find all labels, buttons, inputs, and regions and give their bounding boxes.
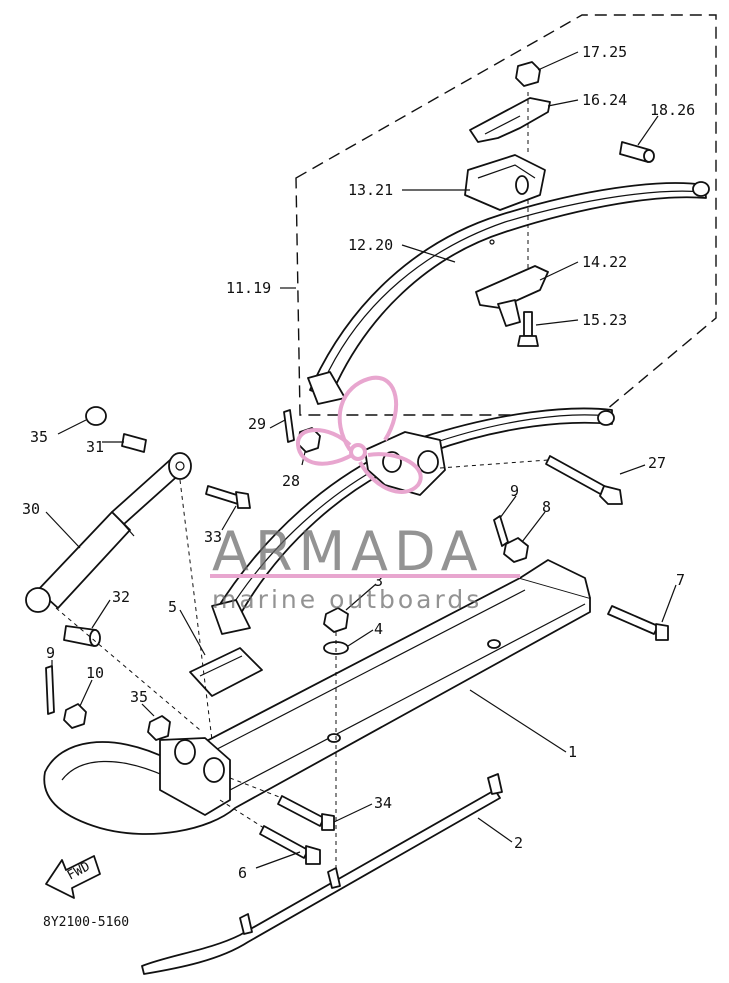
callout-29: 29 <box>248 415 266 433</box>
callout-11-19: 11.19 <box>226 279 271 297</box>
callout-7: 7 <box>676 571 685 589</box>
callout-5: 5 <box>168 598 177 616</box>
part-code: 8Y2100-5160 <box>43 915 129 930</box>
callout-14-22: 14.22 <box>582 253 627 271</box>
callout-12-20: 12.20 <box>348 236 393 254</box>
bolt-33 <box>205 485 251 509</box>
callout-3: 3 <box>374 572 383 590</box>
shock-absorber <box>25 452 192 613</box>
callout-17-25: 17.25 <box>582 43 627 61</box>
ski-body <box>43 559 591 835</box>
bolt-7 <box>607 605 669 641</box>
nut-10 <box>63 703 87 729</box>
nut-17 <box>515 61 541 87</box>
callout-18-26: 18.26 <box>650 101 695 119</box>
callout-27: 27 <box>648 454 666 472</box>
bolt-34 <box>277 795 335 831</box>
callout-15-23: 15.23 <box>582 311 627 329</box>
spring-pin-right <box>493 515 509 547</box>
callout-10: 10 <box>86 664 104 682</box>
callout-6: 6 <box>238 864 247 882</box>
callout-28: 28 <box>282 472 300 490</box>
callout-30: 30 <box>22 500 40 518</box>
nut-35-lower <box>147 715 171 741</box>
callout-13-21: 13.21 <box>348 181 393 199</box>
bush-35-top <box>85 406 107 426</box>
watermark-brand: ARMADA <box>212 520 484 583</box>
callout-9-left: 9 <box>46 644 55 662</box>
ski-plate-5 <box>189 647 263 697</box>
callout-35-top: 35 <box>30 428 48 446</box>
clamp-plate <box>469 97 551 143</box>
clamp-lower <box>475 265 549 327</box>
bolt-15 <box>517 311 539 347</box>
callout-4: 4 <box>374 620 383 638</box>
callout-8: 8 <box>542 498 551 516</box>
collar-31 <box>121 433 147 453</box>
watermark-tagline: marine outboards <box>212 585 482 614</box>
runner-bar <box>141 773 503 975</box>
spring-seat <box>464 154 546 211</box>
callout-2: 2 <box>514 834 523 852</box>
fwd-arrow: FWD <box>45 855 101 899</box>
cotter-pin <box>283 409 295 443</box>
spring-pin-left <box>45 665 55 715</box>
nut-8 <box>503 537 529 563</box>
nut-3 <box>323 607 349 633</box>
propeller-logo <box>210 375 520 578</box>
callout-33: 33 <box>204 528 222 546</box>
collar-32 <box>63 625 101 647</box>
callout-34: 34 <box>374 794 392 812</box>
callout-16-24: 16.24 <box>582 91 627 109</box>
callout-32: 32 <box>112 588 130 606</box>
callout-leaders <box>45 51 677 869</box>
subassembly-outline <box>295 14 717 416</box>
bolt-6 <box>259 825 321 865</box>
callout-35-lower: 35 <box>130 688 148 706</box>
bolt-27 <box>545 455 623 505</box>
callout-9-right: 9 <box>510 482 519 500</box>
callout-1: 1 <box>568 743 577 761</box>
pivot-bracket <box>364 431 446 496</box>
collar-18 <box>619 141 655 163</box>
callout-31: 31 <box>86 438 104 456</box>
watermark: ARMADA marine outboards <box>210 375 520 614</box>
